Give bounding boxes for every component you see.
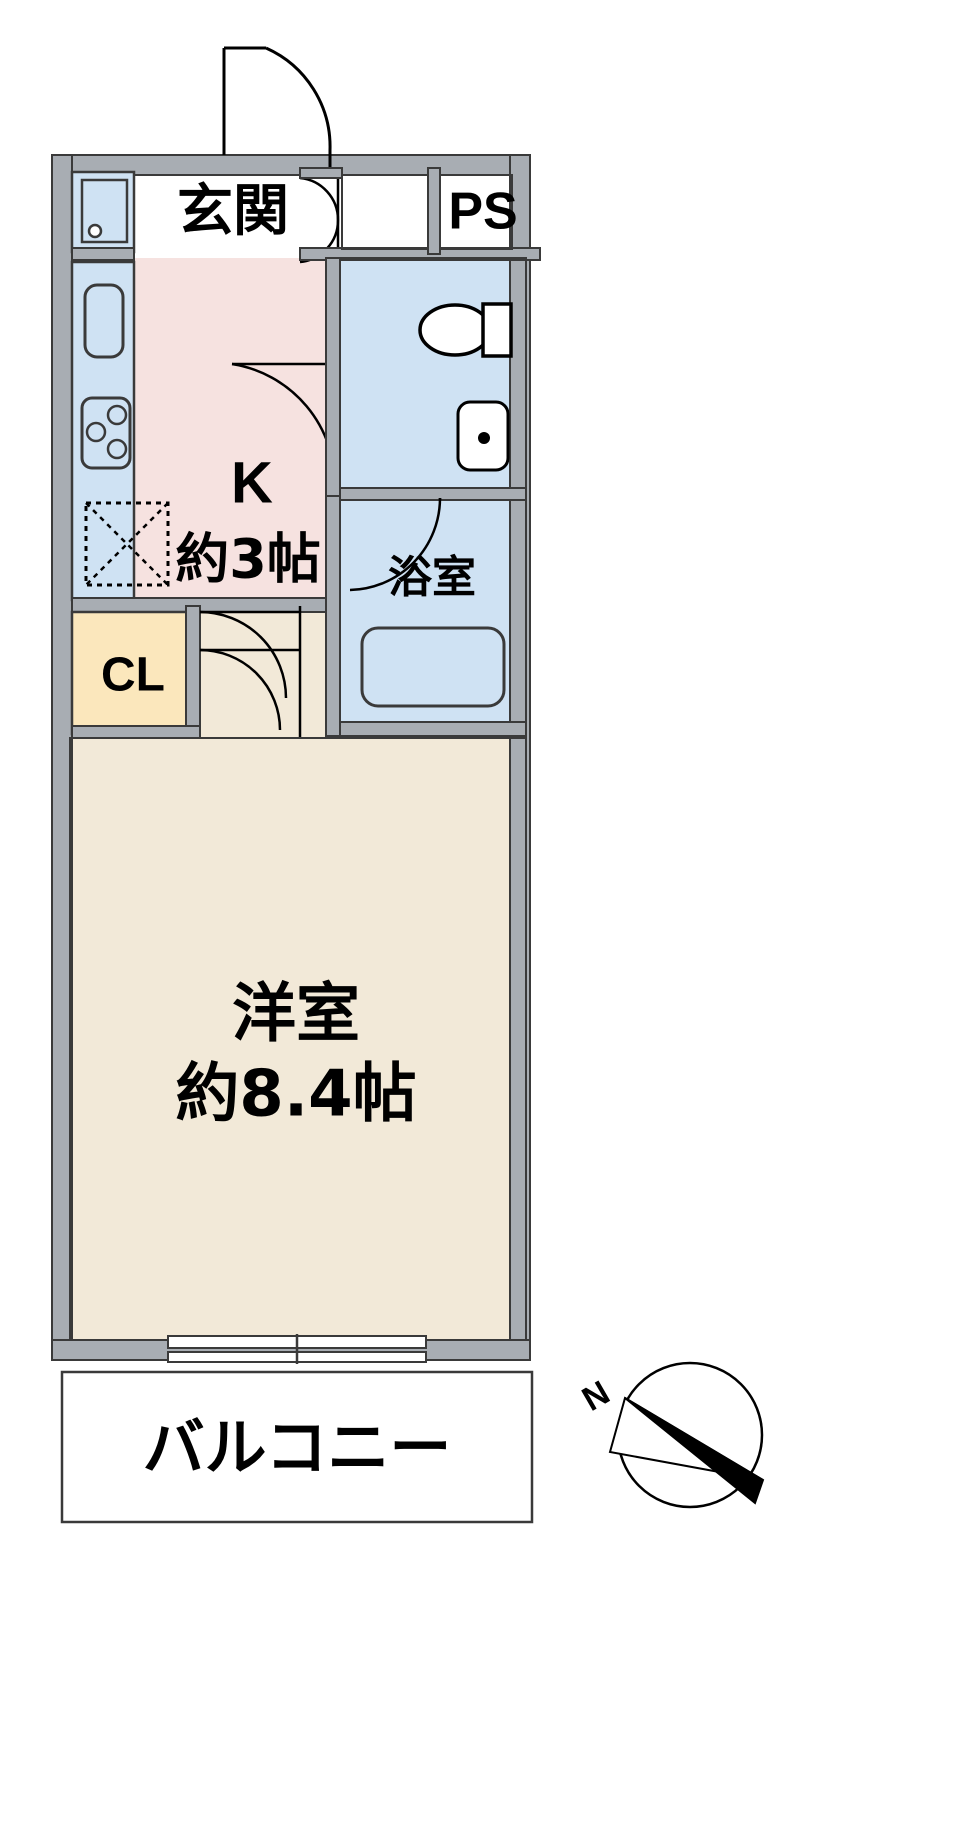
label-bathroom: 浴室: [388, 552, 476, 603]
kitchen-area: [70, 257, 341, 613]
room-fill-closet: [72, 612, 194, 734]
stove-burner-top-icon: [106, 404, 128, 426]
stove-burner-bottom-icon: [106, 438, 128, 460]
wall-genkan-cabinet-base: [71, 247, 135, 261]
wash-basin-drain-icon: [478, 432, 490, 444]
entrance-door: [222, 46, 332, 178]
wall-kitchen-bottom: [71, 597, 339, 613]
wall-stub-top-left: [299, 167, 343, 179]
entrance-door-swing-arc: [265, 46, 332, 151]
wall-closet-bottom: [71, 725, 201, 739]
genkan-drain-icon: [87, 223, 103, 239]
label-closet: CL: [101, 649, 165, 702]
washroom-area: [339, 257, 527, 497]
toilet-tank-icon: [481, 302, 513, 358]
wall-bath-left: [325, 495, 341, 737]
room-entry-double-door: [199, 606, 302, 738]
bathroom-area: [325, 487, 527, 737]
entry-door-swing-lower: [199, 648, 282, 731]
balcony-outline: [60, 1370, 534, 1524]
label-western-room: 洋室: [232, 978, 360, 1052]
wall-ps-divider: [427, 167, 441, 255]
toilet-bowl-icon: [418, 303, 492, 357]
label-genkan: 玄関: [177, 179, 289, 244]
label-kitchen-area: 約3帖: [175, 528, 321, 591]
stove-burner-left-icon: [85, 421, 107, 443]
ps-outline: [439, 174, 513, 250]
balcony-window: [167, 1334, 427, 1364]
wall-kitchen-washroom-divider: [325, 257, 341, 497]
entry-door-swing-upper: [199, 610, 288, 699]
wall-bath-bottom: [339, 721, 527, 737]
compass-needle-dark: [624, 1397, 765, 1505]
bathtub-icon: [360, 626, 506, 708]
compass-rose: N: [576, 1361, 765, 1509]
kitchen-sink-icon: [83, 283, 125, 359]
label-balcony: バルコニー: [143, 1411, 452, 1484]
label-ps: PS: [448, 183, 517, 241]
label-kitchen: K: [231, 450, 273, 515]
label-western-room-area: 約8.4帖: [175, 1058, 416, 1132]
meter-box-outline: [341, 174, 429, 250]
wall-bath-top: [339, 487, 527, 501]
refrigerator-space-icon: [84, 501, 170, 587]
wall-closet-right: [185, 605, 201, 739]
balcony-area: [60, 1370, 534, 1524]
bathroom-door-swing-arc: [349, 497, 442, 592]
